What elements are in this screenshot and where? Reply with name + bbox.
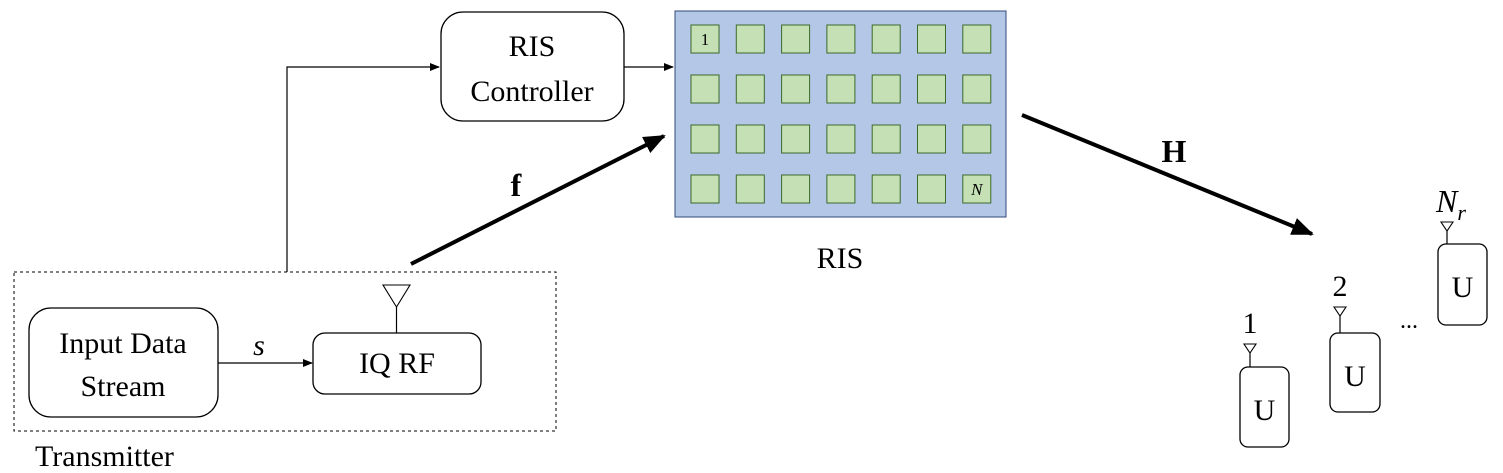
user-2-antenna-icon: [1332, 306, 1348, 317]
user-2-index: 2: [1333, 270, 1348, 303]
ris-element: [690, 74, 720, 104]
ris-element: [690, 124, 720, 154]
user-1-index: 1: [1243, 307, 1258, 340]
user-1: 1 U: [1239, 307, 1290, 448]
ris-element: [962, 74, 992, 104]
ris-element: [781, 174, 811, 204]
ris-element: [826, 174, 856, 204]
input-block-line2: Stream: [81, 370, 166, 403]
user-2-label: U: [1344, 360, 1366, 393]
h-channel-arrow: [1021, 113, 1314, 236]
ris-element: [781, 74, 811, 104]
h-channel-label: H: [1162, 133, 1187, 169]
ris-element: [962, 174, 992, 204]
transmitter-label: Transmitter: [35, 440, 174, 473]
ris-element-last-label: N: [970, 180, 984, 199]
ris-element: [690, 24, 720, 54]
user-1-label: U: [1254, 394, 1276, 427]
f-channel-arrow: [410, 134, 666, 266]
ris-element: [962, 124, 992, 154]
user-2-device: [1329, 332, 1381, 413]
ris-element-grid: 1N: [690, 24, 992, 204]
controller-feed-arrow: [286, 63, 440, 272]
ris-label: RIS: [817, 242, 864, 275]
iq-rf-label: IQ RF: [359, 347, 435, 380]
user-nr-index: Nr: [1435, 183, 1466, 225]
ris-element: [735, 124, 765, 154]
ris-element: [735, 74, 765, 104]
users-ellipsis: ...: [1400, 308, 1418, 334]
ris-element: [826, 24, 856, 54]
user-1-device: [1239, 366, 1290, 448]
ris-element-first-label: 1: [701, 30, 710, 49]
controller-line1: RIS: [509, 30, 556, 63]
ris-element: [917, 174, 946, 204]
ris-element: [781, 24, 811, 54]
user-nr-device: [1437, 243, 1488, 326]
user-nr-antenna-icon: [1439, 221, 1455, 232]
tx-antenna-icon: [382, 284, 411, 333]
ris-element: [871, 74, 901, 104]
ris-element: [826, 74, 856, 104]
f-channel-label: f: [511, 167, 522, 203]
ris-element: [871, 124, 901, 154]
ris-element: [917, 24, 946, 54]
transmitter-boundary: [13, 271, 557, 432]
ris-element: [871, 24, 901, 54]
ris-element: [962, 24, 992, 54]
user-nr-label: U: [1452, 271, 1474, 304]
user-nr: Nr U: [1435, 183, 1488, 326]
controller-line2: Controller: [470, 75, 593, 108]
input-block-line1: Input Data: [59, 327, 186, 360]
user-1-antenna-icon: [1242, 343, 1258, 354]
ris-element: [917, 124, 946, 154]
signal-label: s: [253, 329, 265, 362]
ris-element: [781, 124, 811, 154]
ris-element: [871, 174, 901, 204]
user-2: 2 U: [1329, 270, 1381, 413]
ris-element: [917, 74, 946, 104]
ris-element: [690, 174, 720, 204]
ris-element: [735, 24, 765, 54]
ris-element: [826, 124, 856, 154]
ris-element: [735, 174, 765, 204]
